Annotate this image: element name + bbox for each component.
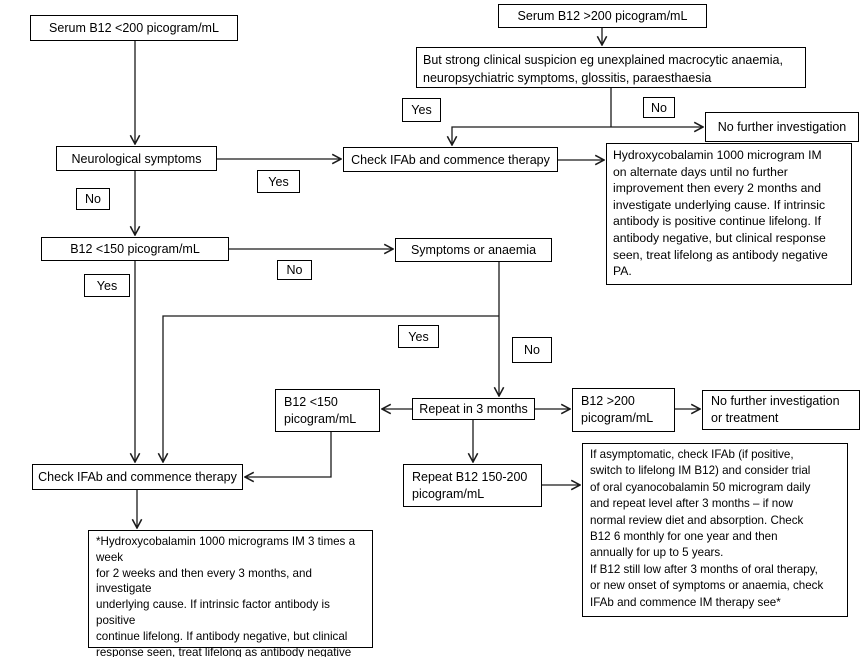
node-serum-b12-over-200: Serum B12 >200 picogram/mL: [498, 4, 707, 28]
label-yes-b12-under-150: Yes: [84, 274, 130, 297]
connector-symptoms-yes-to-checkifab-bottom: [163, 315, 499, 462]
connector-b12under150repeat-to-checkifab-bottom: [245, 432, 332, 477]
label-no-b12-under-150: No: [277, 260, 312, 280]
node-b12-over-200-repeat: B12 >200 picogram/mL: [572, 388, 675, 432]
node-hydroxycobalamin-3-times-week: *Hydroxycobalamin 1000 micrograms IM 3 t…: [88, 530, 373, 657]
label-no-suspicion: No: [643, 97, 675, 118]
label-no-symptoms: No: [512, 337, 552, 363]
node-repeat-b12-150-200: Repeat B12 150-200 picogram/mL: [403, 464, 542, 507]
label-yes-symptoms: Yes: [398, 325, 439, 348]
node-clinical-suspicion: But strong clinical suspicion eg unexpla…: [416, 47, 806, 88]
label-yes-suspicion: Yes: [402, 98, 441, 122]
node-check-ifab-bottom: Check IFAb and commence therapy: [32, 464, 243, 490]
node-check-ifab-top: Check IFAb and commence therapy: [343, 147, 558, 172]
node-no-further-investigation-or-treatment: No further investigation or treatment: [702, 390, 860, 430]
node-b12-under-150-repeat: B12 <150 picogram/mL: [275, 389, 380, 432]
node-no-further-investigation: No further investigation: [705, 112, 859, 142]
connector-suspicion-yes-to-checkifab-top: [452, 126, 611, 145]
node-repeat-in-3-months: Repeat in 3 months: [412, 398, 535, 420]
label-no-neurological: No: [76, 188, 110, 210]
node-symptoms-or-anaemia: Symptoms or anaemia: [395, 238, 552, 262]
node-b12-under-150: B12 <150 picogram/mL: [41, 237, 229, 261]
node-asymptomatic-management: If asymptomatic, check IFAb (if positive…: [582, 443, 848, 617]
node-neurological-symptoms: Neurological symptoms: [56, 146, 217, 171]
node-serum-b12-under-200: Serum B12 <200 picogram/mL: [30, 15, 238, 41]
label-yes-neurological: Yes: [257, 170, 300, 193]
node-hydroxycobalamin-alternate-days: Hydroxycobalamin 1000 microgram IM on al…: [606, 143, 852, 285]
